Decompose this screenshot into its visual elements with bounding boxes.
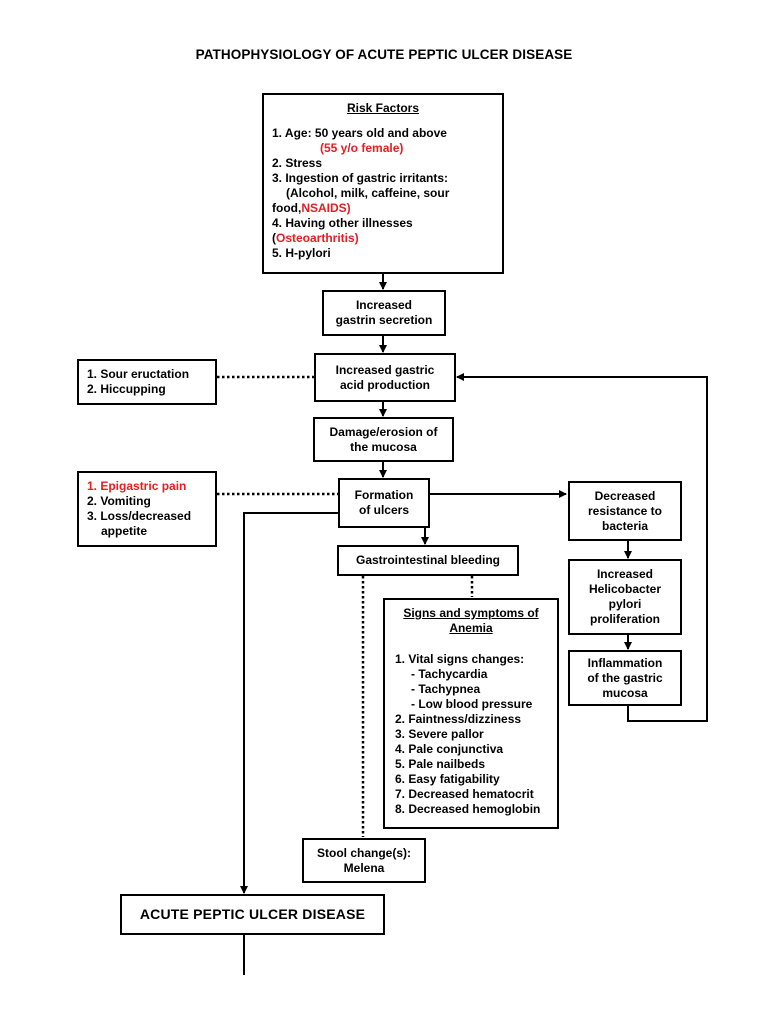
anemia-item: 2. Faintness/dizziness bbox=[395, 712, 522, 726]
acid-symptom-1: 1. Sour eructation bbox=[87, 367, 190, 381]
damage-label-1: Damage/erosion of bbox=[329, 424, 438, 439]
hpylori-label-3: pylori bbox=[608, 597, 642, 611]
ulcer-symptom-epigastric-pain: 1. Epigastric pain bbox=[87, 479, 187, 493]
risk-item-nsaids: NSAIDS) bbox=[301, 201, 351, 215]
anemia-item: 7. Decreased hematocrit bbox=[395, 787, 534, 801]
acid-label-2: acid production bbox=[340, 377, 430, 392]
risk-item-irritants: 3. Ingestion of gastric irritants: bbox=[272, 171, 449, 185]
ulcer-symptoms-box: 1. Epigastric pain 2. Vomiting 3. Loss/d… bbox=[77, 471, 217, 547]
ulcer-symptom-vomiting: 2. Vomiting bbox=[87, 494, 151, 508]
resistance-label-1: Decreased bbox=[594, 488, 656, 503]
anemia-item: 3. Severe pallor bbox=[395, 727, 484, 741]
anemia-heading-1: Signs and symptoms of bbox=[403, 606, 539, 620]
hpylori-label-4: proliferation bbox=[589, 612, 660, 626]
acid-symptoms-box: 1. Sour eructation 2. Hiccupping bbox=[77, 359, 217, 405]
risk-item-age: 1. Age: 50 years old and above bbox=[272, 126, 447, 140]
risk-factors-box: Risk Factors 1. Age: 50 years old and ab… bbox=[262, 93, 504, 274]
resistance-label-2: resistance to bbox=[587, 503, 663, 518]
resistance-label-3: bacteria bbox=[601, 518, 649, 533]
ulcers-label-1: Formation bbox=[354, 488, 414, 502]
inflammation-box: Inflammation of the gastric mucosa bbox=[568, 650, 682, 706]
anemia-item: 8. Decreased hemoglobin bbox=[395, 802, 541, 816]
feedback-loop-line bbox=[456, 373, 708, 722]
risk-item-age-detail: (55 y/o female) bbox=[320, 141, 404, 155]
inflammation-label-2: of the gastric bbox=[587, 670, 663, 685]
anemia-box: Signs and symptoms of Anemia 1. Vital si… bbox=[383, 598, 559, 829]
resistance-box: Decreased resistance to bacteria bbox=[568, 481, 682, 541]
hpylori-label-1: Increased bbox=[596, 567, 654, 581]
risk-item-hpylori: 5. H-pylori bbox=[272, 246, 331, 260]
hpylori-label-2: Helicobacter bbox=[588, 582, 662, 596]
arrow-ulcers-to-final bbox=[240, 512, 338, 894]
ulcer-symptom-appetite-2: appetite bbox=[101, 524, 148, 538]
acid-symptom-2: 2. Hiccupping bbox=[87, 382, 166, 396]
inflammation-label-3: mucosa bbox=[602, 685, 648, 700]
risk-item-osteoarthritis: Osteoarthritis) bbox=[276, 231, 359, 245]
anemia-item: - Tachycardia bbox=[411, 667, 488, 681]
gastrin-label-2: gastrin secretion bbox=[335, 313, 433, 327]
anemia-item: 6. Easy fatigability bbox=[395, 772, 500, 786]
anemia-item: 1. Vital signs changes: bbox=[395, 652, 525, 666]
risk-item-illnesses: 4. Having other illnesses bbox=[272, 216, 413, 230]
risk-item-stress: 2. Stress bbox=[272, 156, 323, 170]
diagram-title: PATHOPHYSIOLOGY OF ACUTE PEPTIC ULCER DI… bbox=[195, 47, 573, 62]
damage-label-2: the mucosa bbox=[350, 439, 417, 454]
damage-box: Damage/erosion of the mucosa bbox=[313, 417, 454, 462]
anemia-item: - Tachypnea bbox=[411, 682, 481, 696]
bleeding-label: Gastrointestinal bleeding bbox=[355, 553, 501, 567]
risk-factors-heading: Risk Factors bbox=[346, 101, 420, 115]
stool-label-1: Stool change(s): bbox=[316, 845, 411, 860]
anemia-item: 5. Pale nailbeds bbox=[395, 757, 486, 771]
anemia-item: - Low blood pressure bbox=[411, 697, 533, 711]
ulcers-label-2: of ulcers bbox=[358, 503, 409, 517]
stool-label-2: Melena bbox=[343, 860, 385, 875]
ulcers-box: Formation of ulcers bbox=[338, 478, 430, 528]
stool-box: Stool change(s): Melena bbox=[302, 838, 426, 883]
ulcer-symptom-appetite: 3. Loss/decreased bbox=[87, 509, 192, 523]
gastrin-label-1: Increased bbox=[355, 298, 413, 312]
hpylori-box: Increased Helicobacter pylori proliferat… bbox=[568, 559, 682, 635]
risk-item-irritants-detail: (Alcohol, milk, caffeine, sour bbox=[286, 186, 450, 200]
acid-box: Increased gastric acid production bbox=[314, 353, 456, 402]
bleeding-box: Gastrointestinal bleeding bbox=[337, 545, 519, 576]
inflammation-label-1: Inflammation bbox=[587, 655, 663, 670]
risk-item-illnesses-paren: ( bbox=[272, 231, 276, 245]
anemia-item: 4. Pale conjunctiva bbox=[395, 742, 504, 756]
final-diagnosis-label: ACUTE PEPTIC ULCER DISEASE bbox=[139, 906, 366, 922]
gastrin-box: Increased gastrin secretion bbox=[322, 290, 446, 336]
final-diagnosis-box: ACUTE PEPTIC ULCER DISEASE bbox=[120, 894, 385, 935]
acid-label-1: Increased gastric bbox=[335, 362, 435, 377]
risk-item-irritants-food: food, bbox=[272, 201, 302, 215]
anemia-heading-2: Anemia bbox=[449, 621, 493, 635]
